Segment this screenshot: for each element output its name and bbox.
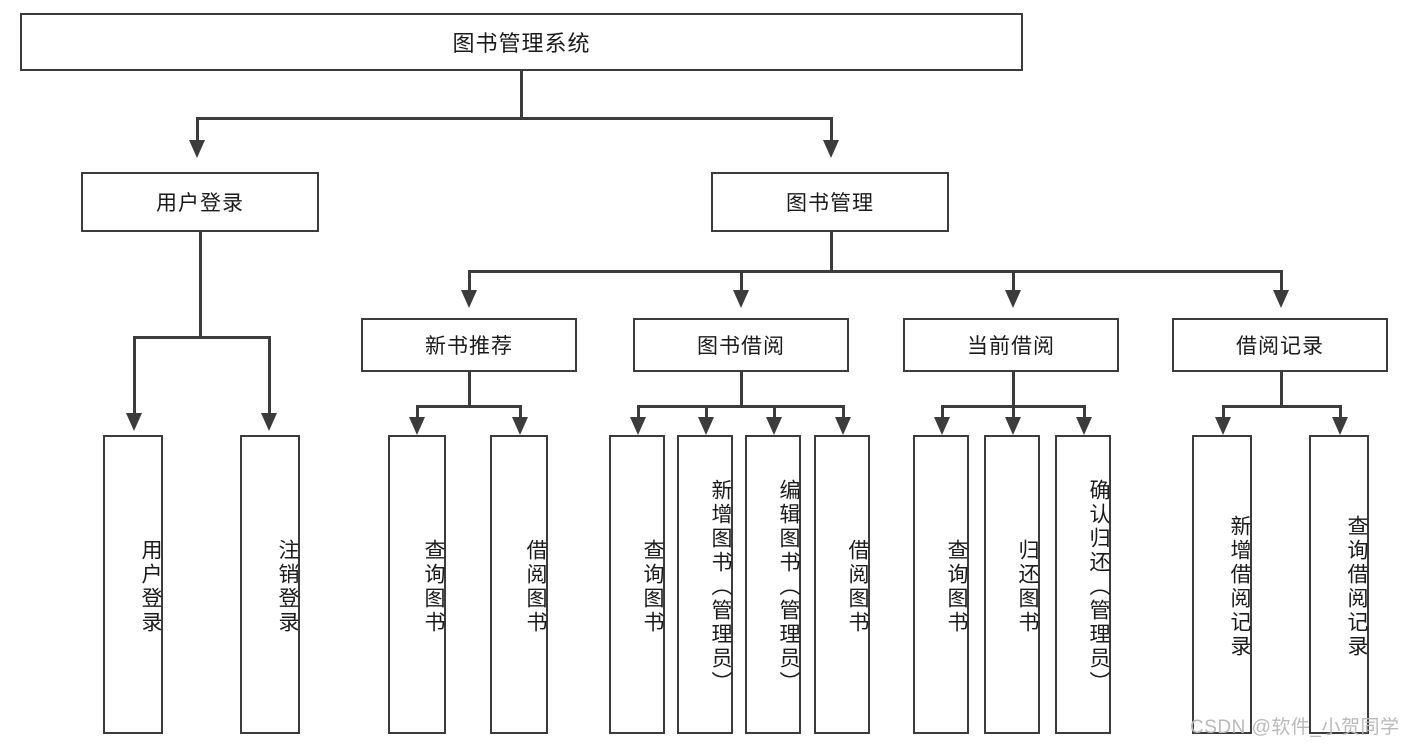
connector-cb-stem (1012, 372, 1015, 406)
arrow-nbr-leaf-2 (512, 417, 528, 435)
node-label: 图书借阅 (697, 335, 785, 358)
node-label: 用户登录 (139, 538, 162, 635)
connector-root-stem (520, 71, 523, 117)
node-label: 借阅图书 (846, 538, 869, 635)
node-label: 新增图书（管理员） (709, 478, 732, 695)
connector-bb-drop-1 (637, 405, 640, 419)
connector-to-book-manage (830, 117, 833, 142)
node-label: 借阅记录 (1236, 335, 1324, 358)
watermark-text: CSDN @软件_小贺同学 (1190, 717, 1400, 738)
leaf-user-login[interactable]: 用户登录 (103, 435, 163, 734)
connector-bb-bar (637, 405, 844, 408)
arrow-to-new-book (461, 290, 477, 308)
arrow-to-borrow-record (1273, 290, 1289, 308)
node-label: 新书推荐 (425, 335, 513, 358)
node-current-borrow[interactable]: 当前借阅 (903, 318, 1119, 372)
node-label: 注销登录 (276, 538, 299, 635)
connector-br-bar (1222, 405, 1341, 408)
connector-to-user-login (196, 117, 199, 142)
node-label: 查询图书 (422, 538, 445, 635)
leaf-logout[interactable]: 注销登录 (240, 435, 300, 734)
node-book-manage[interactable]: 图书管理 (711, 172, 949, 232)
connector-user-login-drop-2 (268, 336, 271, 415)
node-label: 查询图书 (641, 538, 664, 635)
node-label: 图书管理系统 (452, 31, 591, 56)
connector-bm-drop-1 (468, 270, 471, 292)
node-label: 当前借阅 (967, 335, 1055, 358)
node-new-book-recommend[interactable]: 新书推荐 (361, 318, 577, 372)
arrow-br-leaf-2 (1332, 417, 1348, 435)
node-label: 用户登录 (156, 192, 244, 215)
arrow-to-current-borrow (1005, 290, 1021, 308)
node-book-borrow[interactable]: 图书借阅 (633, 318, 849, 372)
arrow-cb-leaf-3 (1076, 417, 1092, 435)
leaf-nbr-borrow-book[interactable]: 借阅图书 (490, 435, 548, 734)
connector-br-drop-2 (1339, 405, 1342, 419)
node-label: 编辑图书（管理员） (777, 478, 800, 695)
node-label: 查询借阅记录 (1345, 514, 1368, 659)
leaf-br-add-record[interactable]: 新增借阅记录 (1192, 435, 1252, 734)
connector-bm-drop-3 (1012, 270, 1015, 292)
leaf-bb-edit-book[interactable]: 编辑图书（管理员） (745, 435, 801, 734)
connector-book-manage-stem (830, 232, 833, 271)
connector-br-drop-1 (1222, 405, 1225, 419)
arrow-br-leaf-1 (1215, 417, 1231, 435)
arrow-bb-leaf-1 (630, 417, 646, 435)
arrow-nbr-leaf-1 (409, 417, 425, 435)
connector-user-login-stem (199, 232, 202, 336)
leaf-nbr-query-book[interactable]: 查询图书 (388, 435, 446, 734)
node-label: 新增借阅记录 (1228, 514, 1251, 659)
connector-cb-drop-2 (1012, 405, 1015, 419)
leaf-bb-add-book[interactable]: 新增图书（管理员） (677, 435, 733, 734)
leaf-bb-borrow-book[interactable]: 借阅图书 (814, 435, 870, 734)
leaf-cb-confirm-return[interactable]: 确认归还（管理员） (1055, 435, 1111, 734)
arrow-to-book-borrow (733, 290, 749, 308)
connector-bb-drop-3 (773, 405, 776, 419)
connector-bm-drop-4 (1280, 270, 1283, 292)
connector-user-login-drop-1 (133, 336, 136, 415)
connector-nbr-bar (416, 405, 521, 408)
node-user-login[interactable]: 用户登录 (81, 172, 319, 232)
connector-nbr-drop-2 (519, 405, 522, 419)
connector-nbr-drop-1 (416, 405, 419, 419)
leaf-bb-query-book[interactable]: 查询图书 (609, 435, 665, 734)
arrow-bb-leaf-4 (835, 417, 851, 435)
leaf-br-query-record[interactable]: 查询借阅记录 (1309, 435, 1369, 734)
arrow-to-user-login (189, 140, 205, 158)
connector-book-manage-bar (468, 270, 1282, 273)
connector-root-bar (196, 117, 833, 120)
connector-cb-drop-3 (1083, 405, 1086, 419)
connector-user-login-bar (133, 336, 268, 339)
connector-nbr-stem (468, 372, 471, 406)
node-label: 图书管理 (786, 192, 874, 215)
node-label: 查询图书 (945, 538, 968, 635)
node-root-system[interactable]: 图书管理系统 (20, 13, 1023, 71)
node-label: 归还图书 (1016, 538, 1039, 635)
connector-bm-drop-2 (740, 270, 743, 292)
arrow-bb-leaf-2 (698, 417, 714, 435)
node-label: 确认归还（管理员） (1087, 478, 1110, 695)
arrow-bb-leaf-3 (766, 417, 782, 435)
leaf-cb-query-book[interactable]: 查询图书 (913, 435, 969, 734)
connector-br-stem (1280, 372, 1283, 406)
connector-bb-drop-4 (842, 405, 845, 419)
node-borrow-record[interactable]: 借阅记录 (1172, 318, 1388, 372)
connector-bb-stem (740, 372, 743, 406)
leaf-cb-return-book[interactable]: 归还图书 (984, 435, 1040, 734)
arrow-leaf-user-login (126, 413, 142, 431)
arrow-to-book-manage (823, 140, 839, 158)
arrow-cb-leaf-1 (934, 417, 950, 435)
arrow-leaf-logout (261, 413, 277, 431)
connector-bb-drop-2 (705, 405, 708, 419)
node-label: 借阅图书 (524, 538, 547, 635)
connector-cb-drop-1 (941, 405, 944, 419)
arrow-cb-leaf-2 (1005, 417, 1021, 435)
